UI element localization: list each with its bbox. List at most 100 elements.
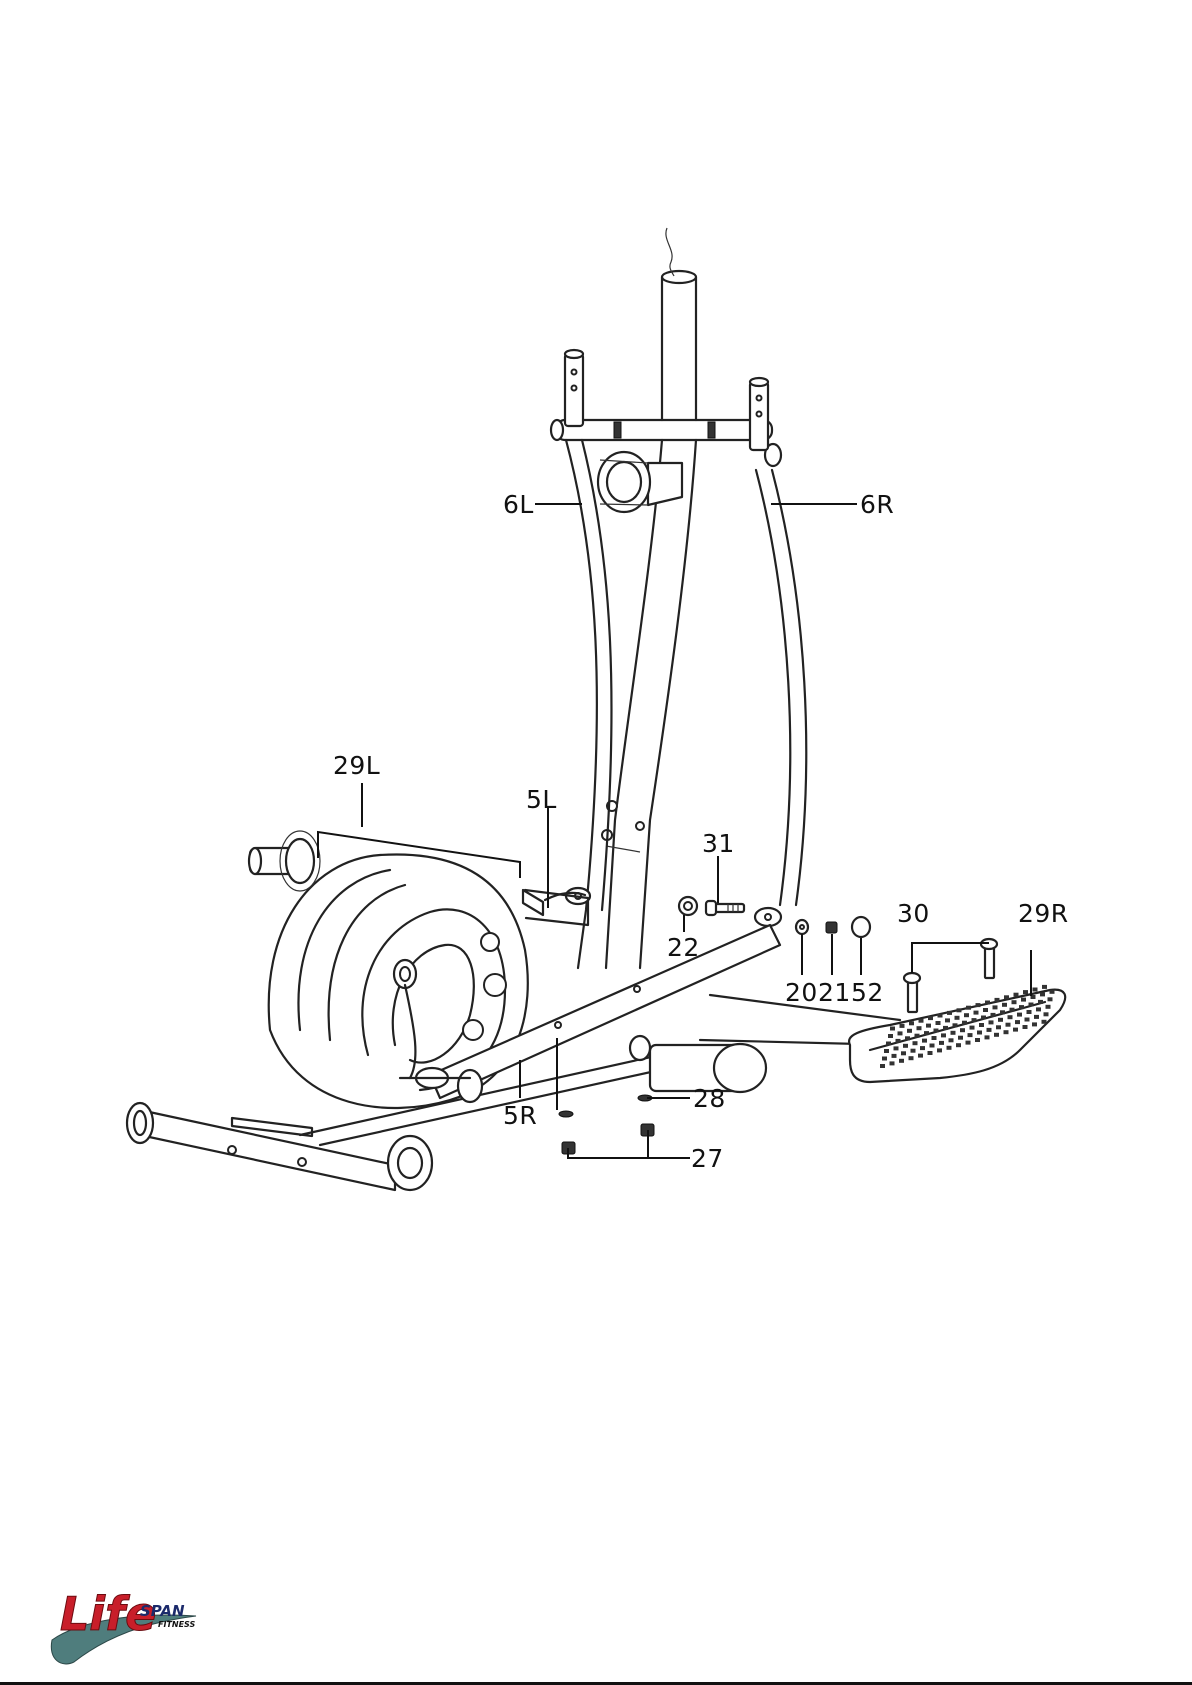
pedal-grip-cell (1042, 1020, 1047, 1024)
hardware-cap-22 (679, 897, 697, 915)
pedal-grip-cell (1042, 985, 1047, 989)
pedal-grip-cell (922, 1039, 927, 1043)
pedal-grip-cell (951, 1031, 956, 1035)
hardware-cap-52 (852, 917, 870, 937)
pedal-grip-cell (928, 1051, 933, 1055)
pedal-grip-cell (1040, 992, 1045, 996)
pedal-grip-cell (934, 1029, 939, 1033)
pedal-grip-cell (1008, 1015, 1013, 1019)
pedal-grip-cell (1023, 990, 1028, 994)
logo-fitness-text: FITNESS (158, 1620, 196, 1629)
pedal-grip-cell (977, 1031, 982, 1035)
pedal-grip-cell (976, 1003, 981, 1007)
pedal-grip-cell (987, 1028, 992, 1032)
pedal-grip-cell (907, 1029, 912, 1033)
pedal-grip-cell (903, 1044, 908, 1048)
lifespan-fitness-logo: Life SPAN FITNESS (51, 1587, 196, 1664)
pedal-grip-cell (1017, 1013, 1022, 1017)
pedal-grip-cell (1044, 1012, 1049, 1016)
pedal-grip-cell (928, 1016, 933, 1020)
callout-27: 27 (691, 1144, 724, 1173)
pedal-grip-cell (888, 1034, 893, 1038)
pedal-grip-cell (941, 1033, 946, 1037)
pedal-grip-cell (880, 1064, 885, 1068)
pedal-grip-cell (953, 1023, 958, 1027)
hardware-bolt-31 (706, 901, 744, 915)
pedal-grip-cell (937, 1048, 942, 1052)
pedal-grip-cell (1010, 1008, 1015, 1012)
pedal-grip-cell (972, 1018, 977, 1022)
pedal-grip-cell (905, 1036, 910, 1040)
pedal-grip-cell (909, 1021, 914, 1025)
callout-30: 30 (897, 899, 930, 928)
pedal-grip-cell (1014, 993, 1019, 997)
pedal-grip-cell (1050, 990, 1055, 994)
pedal-grip-cell (1027, 1010, 1032, 1014)
pedal-grip-cell (1023, 1025, 1028, 1029)
pedal-grip-cell (947, 1011, 952, 1015)
pedal-grip-cell (970, 1026, 975, 1030)
callout-20: 20 (785, 978, 818, 1007)
callout-29L: 29L (333, 751, 380, 780)
pedal-grip-cell (1015, 1020, 1020, 1024)
pedal-grip-cell (983, 1008, 988, 1012)
pedal-grip-cell (920, 1046, 925, 1050)
hardware-nuts-27 (562, 1124, 654, 1154)
pedal-grip-cell (911, 1049, 916, 1053)
pedal-grip-cell (943, 1026, 948, 1030)
hardware-washers-28 (559, 1095, 652, 1117)
pedal-grip-cell (968, 1033, 973, 1037)
pedal-grip-cell (884, 1049, 889, 1053)
flywheel-housing (249, 831, 588, 1108)
pedal-grip-cell (960, 1028, 965, 1032)
pedal-grip-cell (890, 1027, 895, 1031)
pedal-grip-cell (995, 998, 1000, 1002)
pedal-grip-cell (1034, 1015, 1039, 1019)
pedal-grip-cell (913, 1041, 918, 1045)
pedal-grip-cell (918, 1054, 923, 1058)
pedal-grip-cell (898, 1031, 903, 1035)
pedal-grip-cell (962, 1021, 967, 1025)
pedal-grip-cell (994, 1033, 999, 1037)
pedal-grip-cell (996, 1025, 1001, 1029)
pedal-grip-cell (966, 1041, 971, 1045)
callout-29R: 29R (1018, 899, 1069, 928)
pedal-grip-cell (899, 1059, 904, 1063)
callout-5R: 5R (503, 1101, 537, 1130)
pedal-grip-cell (964, 1013, 969, 1017)
handle-arm-6L (565, 350, 612, 968)
pedal-grip-cell (1006, 1023, 1011, 1027)
callout-31: 31 (702, 829, 735, 858)
pedal-grip-cell (991, 1013, 996, 1017)
pedal-grip-cell (1004, 995, 1009, 999)
pedal-grip-cell (1025, 1018, 1030, 1022)
pedal-grip-cell (924, 1031, 929, 1035)
upright-post (602, 228, 696, 968)
pedal-grip-cell (998, 1018, 1003, 1022)
pedal-grip-cell (947, 1046, 952, 1050)
callout-6R: 6R (860, 490, 894, 519)
callout-5L: 5L (526, 785, 557, 814)
pedal-grip-cell (909, 1056, 914, 1060)
pedal-grip-cell (890, 1061, 895, 1065)
pedal-grip-cell (1002, 1003, 1007, 1007)
pedal-grip-cell (936, 1021, 941, 1025)
pedal-grip-cell (1032, 1022, 1037, 1026)
hardware-nut-21 (826, 922, 837, 933)
pedal-grip-cell (1038, 1000, 1043, 1004)
pedal-grip-cell (1012, 1000, 1017, 1004)
pedal-grip-cell (886, 1042, 891, 1046)
pedal-grip-cell (932, 1036, 937, 1040)
hardware-washer-20 (796, 920, 808, 934)
pedal-grip-cell (938, 1014, 943, 1018)
logo-span-text: SPAN (140, 1602, 185, 1620)
pedal-grip-cell (1021, 998, 1026, 1002)
pedal-grip-cell (993, 1005, 998, 1009)
pedal-grip-cell (1013, 1028, 1018, 1032)
pedal-grip-cell (1019, 1005, 1024, 1009)
pedal-grip-cell (1004, 1030, 1009, 1034)
pedal-grip-cell (882, 1057, 887, 1061)
pedal-grip-cell (975, 1038, 980, 1042)
pedal-grip-cell (900, 1024, 905, 1028)
